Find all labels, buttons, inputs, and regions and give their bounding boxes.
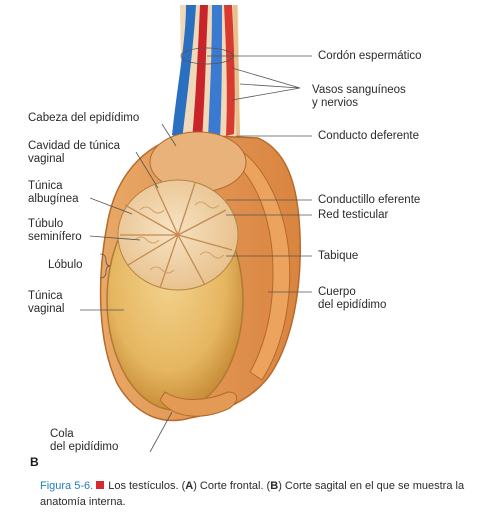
label-cabeza-epididimo: Cabeza del epidídimo	[28, 112, 139, 125]
caption-text-1: Los testículos. (	[108, 480, 185, 492]
lobule-region	[118, 180, 238, 290]
label-conductillo-eferente: Conductillo eferente	[318, 194, 420, 207]
caption-square-icon	[96, 481, 104, 489]
panel-letter: B	[30, 455, 39, 469]
label-cuerpo-line2: del epidídimo	[318, 299, 386, 312]
label-vasos-line2: y nervios	[312, 97, 358, 110]
caption-text-2: ) Corte frontal. (	[193, 480, 270, 492]
label-tunica-albuginea-line1: Túnica	[28, 180, 63, 193]
spermatic-cord	[172, 5, 240, 145]
label-cuerpo-line1: Cuerpo	[318, 286, 356, 299]
label-vasos-line1: Vasos sanguíneos	[312, 84, 406, 97]
label-lobulo: Lóbulo	[48, 259, 83, 272]
label-tabique: Tabique	[318, 250, 358, 263]
label-tubulo-line2: seminífero	[28, 231, 82, 244]
label-tunica-vaginal-line1: Túnica	[28, 290, 63, 303]
label-tunica-albuginea-line2: albugínea	[28, 193, 79, 206]
label-cavidad-line1: Cavidad de túnica	[28, 140, 120, 153]
figure-caption: Figura 5-6. Los testículos. (A) Corte fro…	[40, 478, 470, 510]
label-conducto-deferente: Conducto deferente	[318, 130, 419, 143]
label-cordon-espermatico: Cordón espermático	[318, 50, 422, 63]
caption-b: B	[270, 480, 278, 492]
label-cavidad-line2: vaginal	[28, 153, 64, 166]
label-red-testicular: Red testicular	[318, 209, 388, 222]
label-tubulo-line1: Túbulo	[28, 218, 63, 231]
label-cola-line1: Cola	[50, 428, 74, 441]
caption-a: A	[185, 480, 193, 492]
label-tunica-vaginal-line2: vaginal	[28, 303, 64, 316]
label-cola-line2: del epidídimo	[50, 441, 118, 454]
caption-figure-ref: Figura 5-6.	[40, 480, 93, 492]
